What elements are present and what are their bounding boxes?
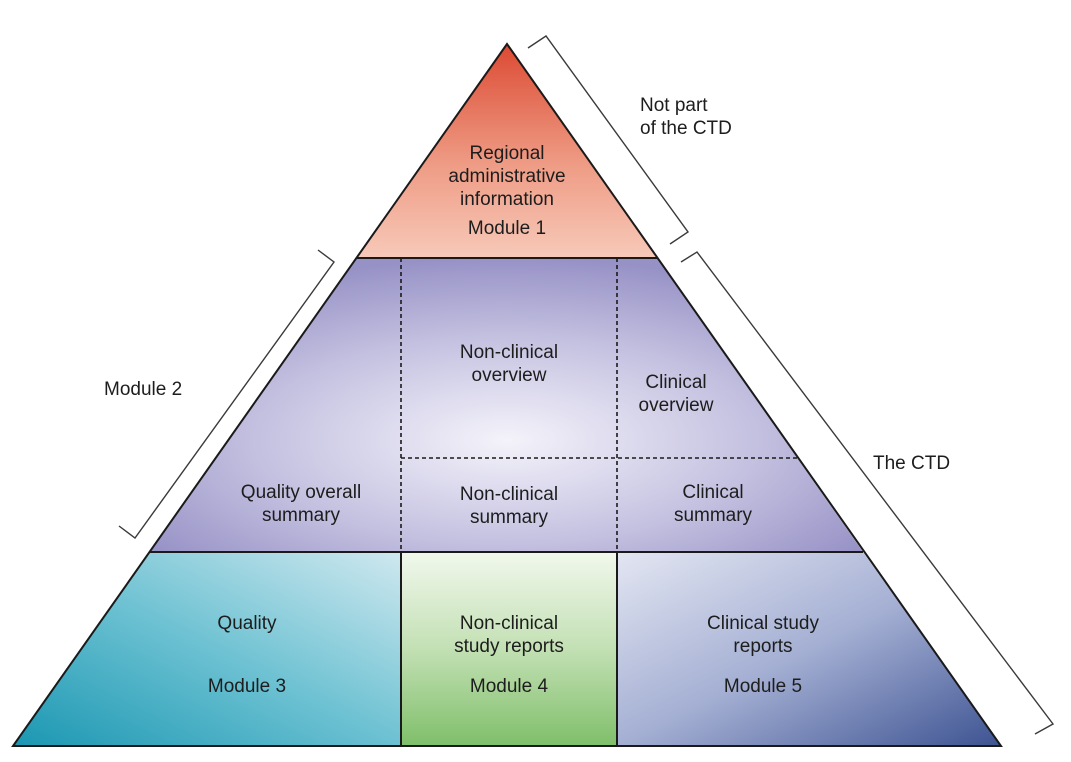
clinical-summary-line1: Clinical <box>682 482 744 503</box>
the-ctd-label: The CTD <box>873 453 951 474</box>
clinical-summary-label: Clinical summary <box>623 481 803 527</box>
nonclinical-overview-line2: overview <box>471 365 547 386</box>
pyramid-outline <box>11 42 1003 747</box>
not-part-line2: of the CTD <box>640 118 732 139</box>
module1-title-line2: administrative <box>448 166 566 187</box>
module1-title-line1: Regional <box>469 143 545 164</box>
module4-title-line2: study reports <box>454 636 564 657</box>
the-ctd-bracket <box>680 251 1055 735</box>
module2-side-label: Module 2 <box>104 379 183 400</box>
module1-title: Regional administrative information <box>407 142 607 211</box>
module5-label: Module 5 <box>723 676 803 697</box>
module3-label: Module 3 <box>207 676 287 697</box>
clinical-summary-line2: summary <box>673 505 753 526</box>
not-part-line1: Not part <box>640 95 708 116</box>
module1-label: Module 1 <box>467 218 547 239</box>
module1-section <box>357 44 657 258</box>
quality-overall-line2: summary <box>261 505 341 526</box>
clinical-overview-line1: Clinical <box>645 372 707 393</box>
module3-section <box>13 552 401 746</box>
module5-title: Clinical study reports <box>663 612 863 658</box>
module1-title-line3: information <box>460 189 554 210</box>
quality-overall-summary-label: Quality overall summary <box>196 481 406 527</box>
clinical-overview-label: Clinical overview <box>586 371 766 417</box>
nonclinical-summary-line2: summary <box>469 507 549 528</box>
quality-overall-line1: Quality overall <box>240 482 362 503</box>
module4-title: Non-clinical study reports <box>409 612 609 658</box>
nonclinical-summary-label: Non-clinical summary <box>409 483 609 529</box>
module2-bracket <box>118 249 335 539</box>
module5-title-line1: Clinical study <box>707 613 819 634</box>
module4-title-line1: Non-clinical <box>459 613 559 634</box>
not-part-of-ctd-label: Not part of the CTD <box>640 94 780 140</box>
module3-title: Quality <box>217 613 277 634</box>
module4-label: Module 4 <box>469 676 549 697</box>
module5-title-line2: reports <box>733 636 793 657</box>
clinical-overview-line2: overview <box>638 395 714 416</box>
nonclinical-overview-label: Non-clinical overview <box>409 341 609 387</box>
module4-section <box>401 552 617 746</box>
module2-section <box>150 258 863 552</box>
not-part-bracket <box>527 35 689 245</box>
nonclinical-summary-line1: Non-clinical <box>459 484 559 505</box>
nonclinical-overview-line1: Non-clinical <box>459 342 559 363</box>
module5-section <box>617 552 1001 746</box>
